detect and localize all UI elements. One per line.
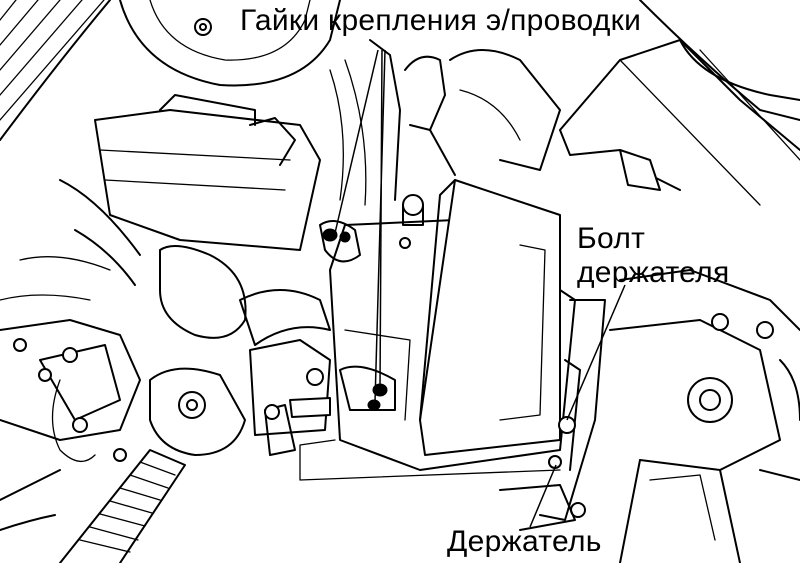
holder-label: Держатель [447, 525, 602, 558]
bolt-label-line1: Болт [577, 222, 646, 255]
hood-hatching [0, 0, 111, 141]
bolt-label-line2: держателя [577, 256, 730, 289]
leader-lines [334, 49, 626, 528]
right-cowl-panel [559, 0, 800, 206]
right-engine-parts [609, 269, 800, 564]
bolt-label: Болт держателя [577, 222, 730, 290]
battery [299, 179, 576, 481]
battery-holder [499, 299, 606, 531]
nuts-label: Гайки крепления э/проводки [240, 4, 642, 37]
air-duct-and-hoses [0, 94, 331, 346]
lower-left-mount [0, 367, 246, 564]
strut-tower [119, 0, 341, 87]
fuse-box-connector [249, 339, 331, 456]
left-bracket [0, 319, 141, 462]
upper-harness [329, 39, 561, 206]
